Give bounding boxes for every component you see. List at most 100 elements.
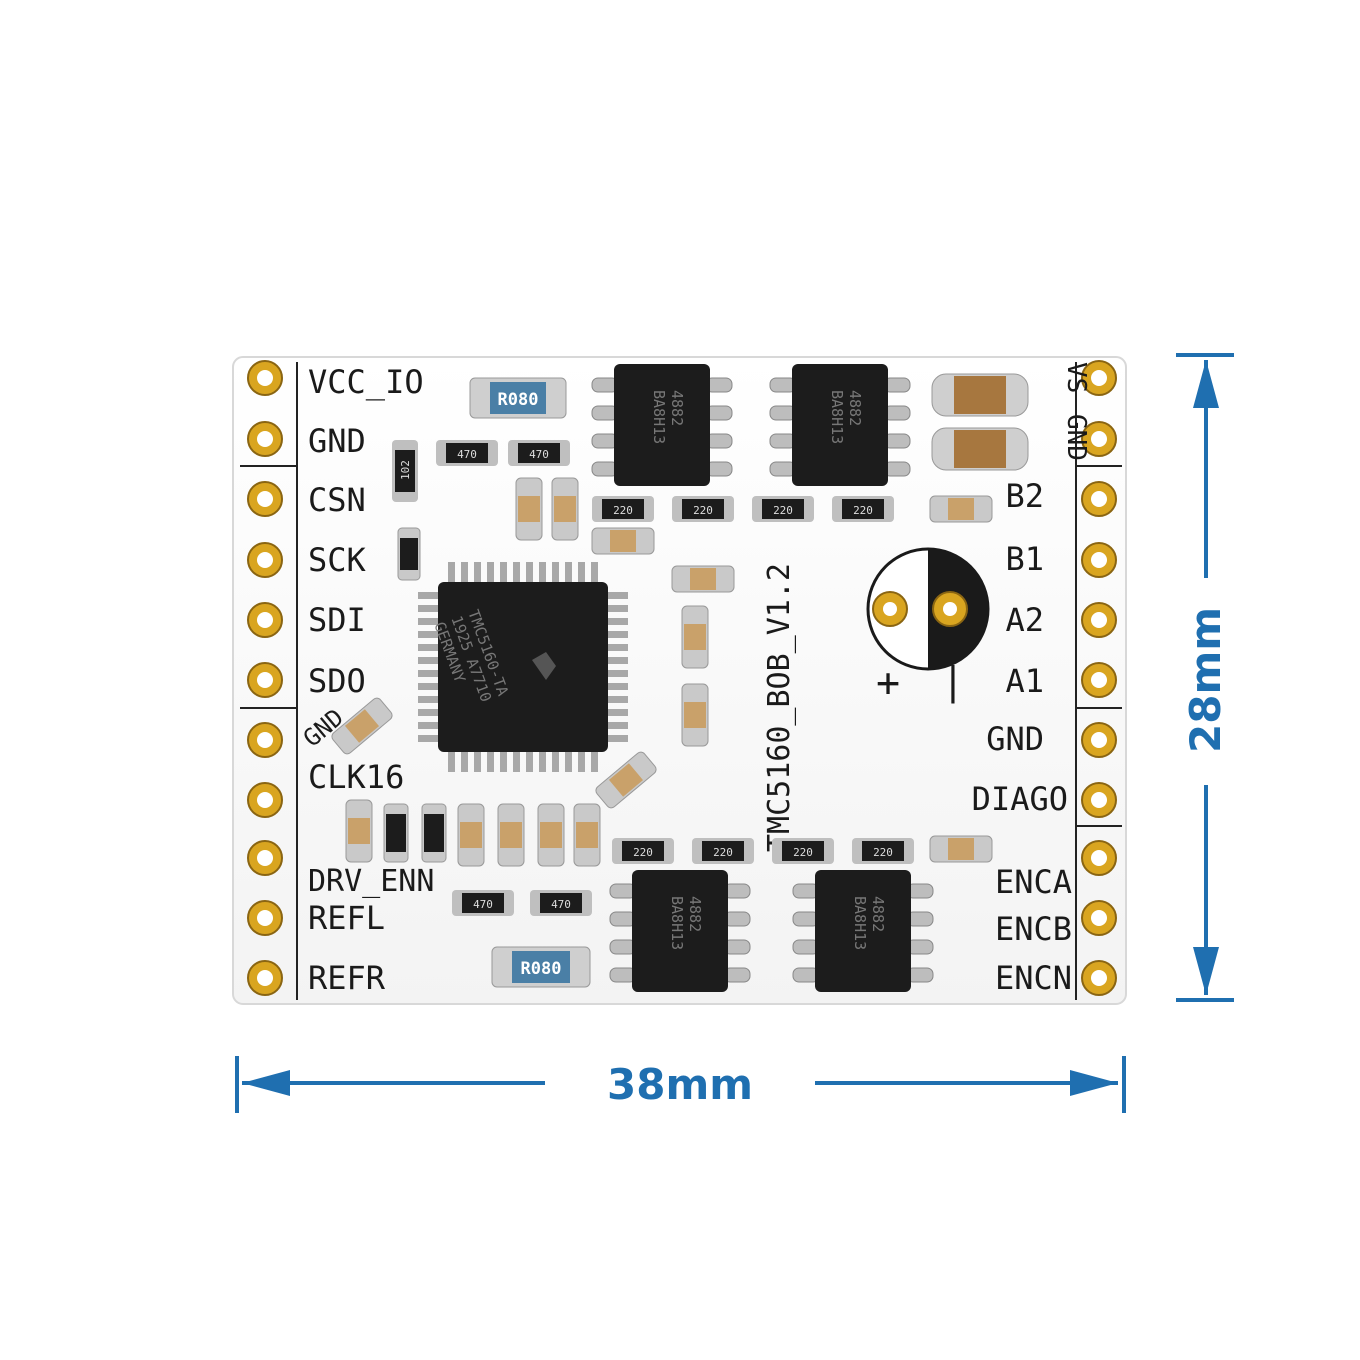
left-pin-pads	[247, 360, 283, 996]
cap-minus-label: |	[942, 659, 965, 704]
svg-text:220: 220	[793, 846, 813, 859]
width-dimension	[235, 1056, 1126, 1113]
electrolytic-cap-footprint: + |	[866, 547, 990, 706]
svg-text:220: 220	[713, 846, 733, 859]
svg-text:4882: 4882	[846, 390, 864, 426]
pin-pad	[1081, 900, 1117, 936]
pin-pad	[1081, 421, 1117, 457]
svg-text:BA8H13: BA8H13	[828, 390, 846, 444]
height-dimension	[1176, 353, 1234, 1002]
pin-pad	[247, 542, 283, 578]
smd-capacitor	[515, 477, 543, 541]
smd-capacitor	[671, 565, 735, 593]
pin-label-encb: ENCB	[995, 910, 1072, 948]
svg-text:220: 220	[773, 504, 793, 517]
smd-capacitor	[591, 527, 655, 555]
smd-capacitor	[929, 495, 993, 523]
smd-capacitor	[681, 683, 709, 747]
pin-label-sdo: SDO	[308, 662, 366, 700]
height-label: 28mm	[1181, 607, 1230, 753]
smd-capacitor	[457, 803, 485, 867]
svg-text:BA8H13: BA8H13	[851, 896, 869, 950]
svg-text:R080: R080	[498, 390, 539, 410]
pin-label-vcc-io: VCC_IO	[308, 363, 424, 401]
pin-pad	[247, 782, 283, 818]
pin-label-b2: B2	[1005, 477, 1044, 515]
smd-capacitor	[331, 697, 393, 755]
svg-text:102: 102	[399, 460, 412, 480]
bulk-capacitors	[931, 373, 1029, 471]
width-label: 38mm	[607, 1060, 753, 1109]
pin-pad	[247, 481, 283, 517]
pin-label-sdi: SDI	[308, 601, 366, 639]
resistor-470-a: 470	[436, 440, 498, 466]
pin-label-a1: A1	[1005, 662, 1044, 700]
smd-capacitor	[345, 799, 373, 863]
board-name-label: TMC5160_BOB_V1.2	[762, 563, 797, 852]
smd-capacitor	[497, 803, 525, 867]
smd-capacitor	[595, 751, 657, 809]
pin-pad	[247, 602, 283, 638]
pin-pad	[247, 360, 283, 396]
pin-label-a2: A2	[1005, 601, 1044, 639]
right-pin-labels: VS GND B2 B1 A2 A1 GND DIAGO ENCA ENCB E…	[972, 362, 1091, 997]
svg-text:R080: R080	[521, 959, 562, 979]
smd-component	[397, 527, 421, 581]
svg-text:4882: 4882	[869, 896, 887, 932]
pin-pad	[1081, 360, 1117, 396]
pin-label-enca: ENCA	[995, 863, 1072, 901]
pin-pad	[247, 900, 283, 936]
pin-pad	[247, 421, 283, 457]
smd-capacitor	[537, 803, 565, 867]
resistor-470-b: 470	[508, 440, 570, 466]
pin-pad	[1081, 481, 1117, 517]
pin-label-csn: CSN	[308, 481, 366, 519]
pin-pad	[1081, 602, 1117, 638]
svg-text:220: 220	[853, 504, 873, 517]
resistor-220-row-bottom: 220 220 220 220	[612, 838, 914, 864]
pin-label-gnd-right: GND	[986, 720, 1044, 758]
pin-pad	[247, 960, 283, 996]
sense-resistor-bottom: R080	[491, 946, 591, 988]
pin-pad	[247, 840, 283, 876]
svg-text:220: 220	[693, 504, 713, 517]
pin-label-refl: REFL	[308, 899, 385, 937]
svg-text:220: 220	[613, 504, 633, 517]
svg-text:BA8H13: BA8H13	[650, 390, 668, 444]
pin-pad	[1081, 542, 1117, 578]
smd-capacitor	[551, 477, 579, 541]
right-pin-pads	[1081, 360, 1117, 996]
pin-pad	[247, 722, 283, 758]
smd-capacitor	[573, 803, 601, 867]
svg-text:4882: 4882	[668, 390, 686, 426]
pin-pad	[1081, 662, 1117, 698]
resistor-470-d: 470	[530, 890, 592, 916]
pin-label-vs: VS	[1061, 362, 1091, 393]
pin-label-gnd: GND	[308, 422, 366, 460]
pin-pad	[1081, 722, 1117, 758]
pin-label-refr: REFR	[308, 959, 386, 997]
svg-text:470: 470	[551, 898, 571, 911]
cap-plus-label: +	[876, 660, 900, 706]
pin-label-diago: DIAGO	[972, 780, 1068, 818]
svg-text:470: 470	[457, 448, 477, 461]
svg-text:BA8H13: BA8H13	[668, 896, 686, 950]
resistor-102: 102	[392, 440, 418, 502]
driver-ic: TMC5160-TA 1925 A7710 GERMANY	[418, 562, 628, 772]
svg-text:4882: 4882	[686, 896, 704, 932]
svg-text:470: 470	[473, 898, 493, 911]
sense-resistor-top: R080	[469, 377, 567, 419]
smd-component	[421, 803, 447, 863]
smd-capacitors	[331, 477, 993, 867]
smd-capacitor	[681, 605, 709, 669]
pin-label-b1: B1	[1005, 540, 1044, 578]
svg-text:220: 220	[873, 846, 893, 859]
pin-label-sck: SCK	[308, 541, 367, 579]
pin-pad	[1081, 840, 1117, 876]
